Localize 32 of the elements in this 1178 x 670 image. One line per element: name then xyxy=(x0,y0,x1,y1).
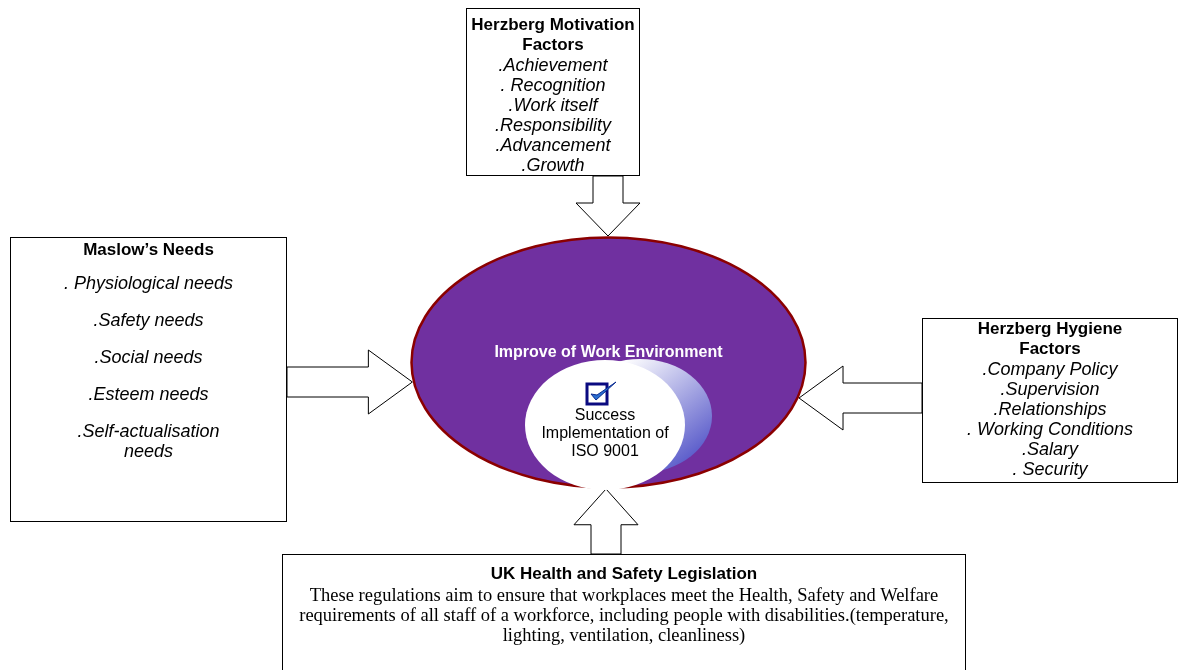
list-item: .Self-actualisation needs xyxy=(76,421,221,461)
list-item: .Esteem needs xyxy=(87,384,210,404)
list-item: .Social needs xyxy=(93,347,204,367)
box-heading: Herzberg Hygiene Factors xyxy=(976,319,1124,359)
list-item: .Company Policy xyxy=(981,359,1119,379)
block-arrow xyxy=(286,349,413,415)
box-heading: UK Health and Safety Legislation xyxy=(489,563,759,585)
ellipse-label: Improve of Work Environment xyxy=(493,342,724,362)
list-item: .Work itself xyxy=(507,95,600,115)
list-item: .Responsibility xyxy=(493,115,613,135)
list-item: . Working Conditions xyxy=(965,419,1135,439)
list-item: .Achievement xyxy=(497,55,609,75)
block-arrow xyxy=(798,365,923,431)
factor-box xyxy=(922,318,1178,483)
list-item: .Supervision xyxy=(999,379,1101,399)
factor-box xyxy=(466,8,640,176)
legislation-box xyxy=(282,554,966,670)
list-item: .Safety needs xyxy=(92,310,205,330)
list-item: . Security xyxy=(1011,459,1089,479)
list-item: .Growth xyxy=(520,155,586,175)
list-item: .Salary xyxy=(1021,439,1080,459)
box-heading: Herzberg Motivation Factors xyxy=(471,15,635,55)
factor-box xyxy=(10,237,287,522)
list-item: .Relationships xyxy=(992,399,1108,419)
list-item: . Physiological needs xyxy=(62,273,235,293)
list-item: . Recognition xyxy=(499,75,607,95)
list-item: .Advancement xyxy=(494,135,612,155)
block-arrow xyxy=(575,175,641,237)
description-text: These regulations aim to ensure that workplaces meet the Health, Safety and Welfare requirements of all staff of a workforce, including people with disabilities.(temperature, lighting, ventilation, cleanliness) xyxy=(298,585,950,645)
box-heading: Maslow’s Needs xyxy=(82,240,215,260)
success-label: Success Implementation of ISO 9001 xyxy=(540,406,670,460)
block-arrow xyxy=(573,488,639,555)
